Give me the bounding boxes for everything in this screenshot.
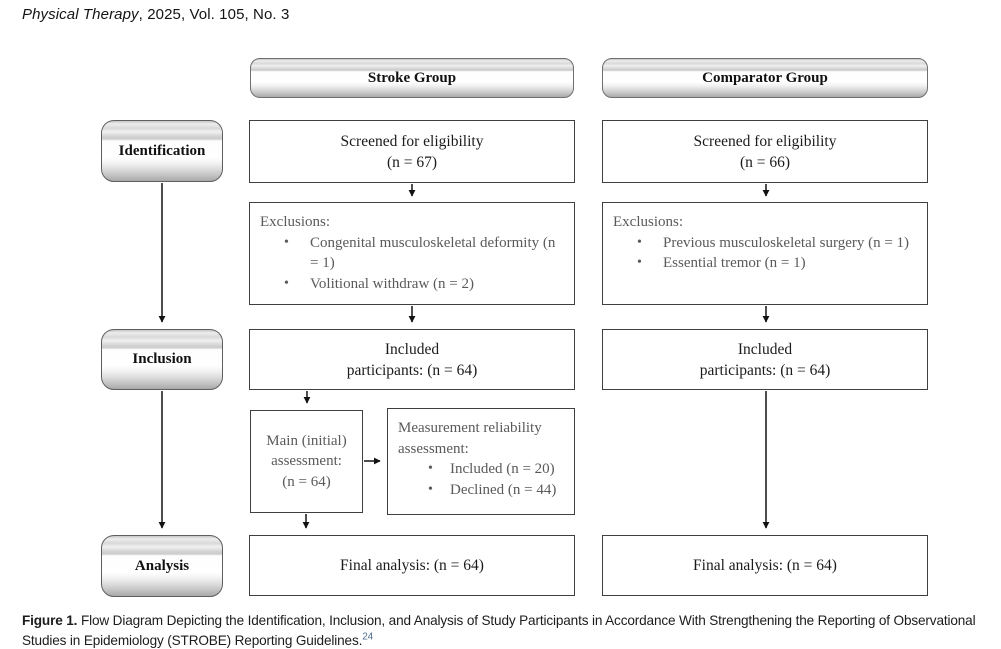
list-item: • Volitional withdraw (n = 2) [284, 274, 566, 295]
stroke-final-analysis-label: Final analysis: (n = 64) [340, 557, 484, 574]
main-assessment-box: Main (initial) assessment: (n = 64) [250, 410, 363, 513]
list-item: • Included (n = 20) [428, 459, 566, 480]
figure-caption-label: Figure 1. [22, 613, 78, 628]
figure-caption: Figure 1. Flow Diagram Depicting the Ide… [22, 611, 986, 649]
reliability-item-2: Declined (n = 44) [450, 481, 557, 498]
main-assessment-count: (n = 64) [282, 473, 331, 490]
reliability-assessment-box: Measurement reliability assessment: • In… [387, 408, 575, 515]
citation-reference-link[interactable]: 24 [362, 631, 374, 643]
list-item: • Congenital musculoskeletal deformity (… [284, 233, 566, 274]
bullet-icon: • [428, 481, 433, 497]
stroke-included-box: Included participants: (n = 64) [249, 329, 575, 390]
journal-header: Physical Therapy, 2025, Vol. 105, No. 3 [22, 6, 289, 23]
comparator-included-box: Included participants: (n = 64) [602, 329, 928, 390]
journal-title: Physical Therapy [22, 6, 139, 23]
reliability-line2: assessment: [398, 440, 469, 457]
stroke-screened-count: (n = 67) [386, 153, 438, 171]
figure-caption-text: Flow Diagram Depicting the Identificatio… [22, 613, 976, 648]
comparator-exclusions-box: Exclusions: • Previous musculoskeletal s… [602, 202, 928, 305]
comparator-screened-box: Screened for eligibility (n = 66) [602, 120, 928, 183]
comparator-exclusion-item-2: Essential tremor (n = 1) [663, 255, 806, 271]
list-item: • Essential tremor (n = 1) [637, 253, 919, 274]
stage-label-analysis: Analysis [101, 535, 223, 597]
stroke-group-header: Stroke Group [250, 58, 574, 98]
main-assessment-line1: Main (initial) [266, 432, 347, 449]
stage-label-inclusion: Inclusion [101, 329, 223, 390]
comparator-screened-count: (n = 66) [739, 153, 791, 171]
stroke-exclusion-item-1: Congenital musculoskeletal deformity (n … [310, 234, 556, 272]
bullet-icon: • [284, 275, 289, 291]
analysis-label: Analysis [134, 557, 190, 574]
comparator-included-count: participants: (n = 64) [699, 361, 831, 379]
comparator-screened-line1: Screened for eligibility [693, 132, 837, 150]
stroke-exclusions-title: Exclusions: [260, 214, 330, 230]
stroke-screened-line1: Screened for eligibility [340, 132, 484, 150]
reliability-line1: Measurement reliability [398, 420, 542, 436]
comparator-exclusions-title: Exclusions: [613, 214, 683, 230]
comparator-final-analysis-label: Final analysis: (n = 64) [693, 557, 837, 574]
bullet-icon: • [284, 234, 289, 250]
stroke-exclusion-item-2: Volitional withdraw (n = 2) [310, 275, 474, 292]
reliability-item-1: Included (n = 20) [450, 461, 555, 477]
journal-issue-info: , 2025, Vol. 105, No. 3 [138, 6, 290, 23]
comparator-group-header-label: Comparator Group [702, 69, 828, 86]
bullet-icon: • [637, 234, 642, 250]
identification-label: Identification [118, 142, 206, 159]
stroke-included-count: participants: (n = 64) [346, 361, 478, 379]
bullet-icon: • [637, 255, 642, 270]
comparator-final-analysis-box: Final analysis: (n = 64) [602, 535, 928, 596]
list-item: • Declined (n = 44) [428, 480, 566, 501]
stroke-final-analysis-box: Final analysis: (n = 64) [249, 535, 575, 596]
stroke-included-line1: Included [384, 340, 440, 358]
comparator-exclusion-item-1: Previous musculoskeletal surgery (n = 1) [663, 234, 910, 251]
stroke-group-header-label: Stroke Group [367, 69, 457, 86]
main-assessment-line2: assessment: [271, 453, 342, 470]
bullet-icon: • [428, 461, 433, 476]
comparator-included-line1: Included [737, 340, 793, 358]
comparator-group-header: Comparator Group [602, 58, 928, 98]
stroke-exclusions-box: Exclusions: • Congenital musculoskeletal… [249, 202, 575, 305]
list-item: • Previous musculoskeletal surgery (n = … [637, 233, 919, 254]
inclusion-label: Inclusion [132, 351, 192, 367]
stroke-screened-box: Screened for eligibility (n = 67) [249, 120, 575, 183]
stage-label-identification: Identification [101, 120, 223, 182]
